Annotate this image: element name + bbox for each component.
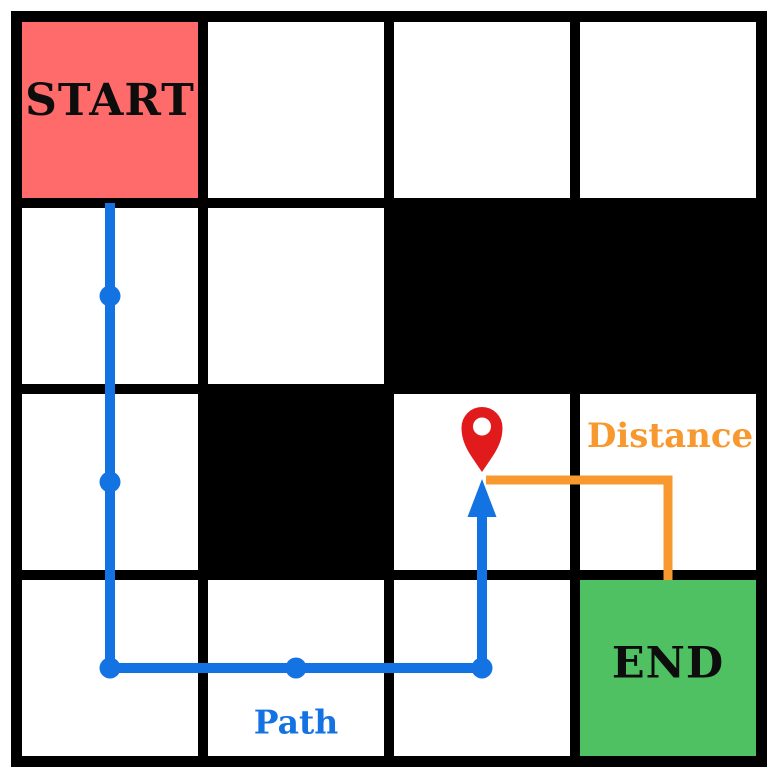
cell-r2c0-open bbox=[22, 394, 198, 570]
cell-r2c1-wall bbox=[208, 394, 384, 570]
path-label: Path bbox=[253, 702, 339, 742]
cell-r0c1-open bbox=[208, 22, 384, 198]
cell-r3c0-open bbox=[22, 580, 198, 756]
cell-r2c2-open bbox=[394, 394, 570, 570]
cell-r0c2-open bbox=[394, 22, 570, 198]
cell-r0c3-open bbox=[580, 22, 756, 198]
cell-r1c2-wall bbox=[394, 208, 570, 384]
cell-r1c0-open bbox=[22, 208, 198, 384]
cell-r3c3-end bbox=[580, 580, 756, 756]
cell-r3c2-open bbox=[394, 580, 570, 756]
cell-r1c3-wall bbox=[580, 208, 756, 384]
cell-r0c0-start bbox=[22, 22, 198, 198]
start-label: START bbox=[25, 75, 195, 126]
distance-label: Distance bbox=[586, 416, 754, 456]
end-label: END bbox=[611, 638, 725, 689]
cell-r1c1-open bbox=[208, 208, 384, 384]
